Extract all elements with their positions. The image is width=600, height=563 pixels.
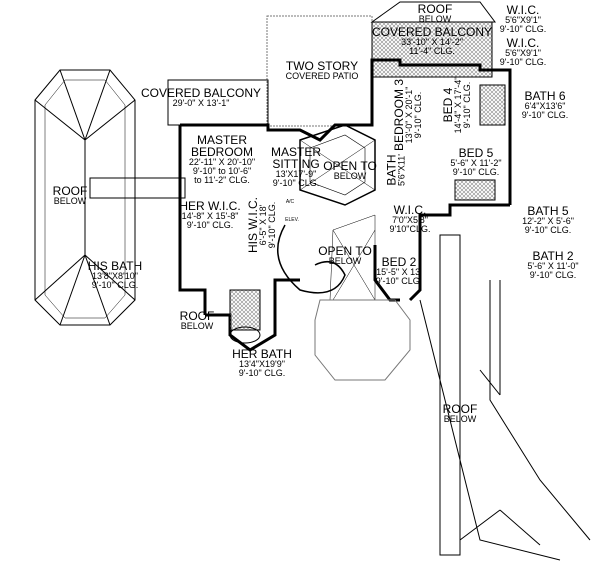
room-title: W.I.C.: [506, 3, 540, 17]
room-dimension: BELOW: [333, 171, 367, 181]
room-title: HIS BATH: [87, 259, 143, 273]
room-dimension: BELOW: [180, 321, 214, 331]
room-dimension: 13'X17'-9": [275, 169, 317, 179]
left-roof: [34, 69, 186, 326]
room-dimension: 9'-10" to 10'-6": [192, 166, 252, 176]
room-dimension: 9'-10" CLG.: [452, 167, 500, 177]
room-label-wic-1: W.I.C.5'6"X9'1"9'-10" CLG.: [500, 4, 546, 34]
room-dimension: 9'10"CLG.: [389, 224, 431, 234]
room-title: BATH 2: [532, 249, 574, 263]
room-title: COVERED BALCONY: [140, 86, 262, 100]
room-title: OPEN TO: [318, 244, 372, 258]
room-title: ROOF: [442, 402, 478, 416]
ac-label: A/C: [285, 199, 295, 205]
room-dimension: 9'-10" CLG.: [272, 178, 320, 188]
room-dimension: 33'-10" X 14'-2": [401, 37, 463, 47]
covered-balcony-right-hatch: [371, 21, 493, 78]
room-title: ROOF: [179, 309, 215, 323]
room-title: BED 5: [458, 146, 494, 160]
room-dimension: 7'0"X5'8": [392, 215, 428, 225]
room-dimension: 5'6"X9'1": [505, 48, 541, 58]
room-dimension: 5'-6" X 11'-0": [527, 261, 579, 271]
room-title: W.I.C.: [393, 203, 427, 217]
room-label-her-wic: HER W.I.C.14'-8" X 15'-8"9'-10" CLG.: [179, 200, 240, 230]
room-title: W.I.C.: [506, 36, 540, 50]
room-dimension: 12'-2" X 5'-6": [522, 216, 574, 226]
room-title: BED 2: [381, 255, 417, 269]
spiral-stair: [277, 224, 346, 294]
room-dimension: 9'-10" CLG.: [238, 368, 286, 378]
room-title: TWO STORY: [285, 59, 359, 73]
room-label-his-wic: HIS W.I.C.6'-5" X 18'9'-10" CLG.: [246, 197, 277, 253]
room-dimension: 9'-10" CLG.: [499, 57, 547, 67]
room-label-wic-3: W.I.C.7'0"X5'8"9'10"CLG.: [390, 204, 431, 234]
room-dimension: 9'-10" CLG.: [462, 81, 472, 129]
room-title: ROOF: [417, 2, 453, 16]
room-dimension: COVERED PATIO: [285, 71, 359, 81]
room-dimension: 9'-10" CLG.: [91, 280, 139, 290]
room-dimension: 11'-4" CLG.: [409, 46, 455, 56]
room-dimension: BELOW: [53, 196, 87, 206]
room-dimension: 9'-10" CLG.: [499, 24, 547, 34]
room-dimension: to 11'-2" CLG.: [194, 175, 250, 185]
room-title: MASTER BEDROOM: [190, 133, 254, 159]
room-dimension: 9'-10" CLG.: [521, 110, 569, 120]
room-title: OPEN TO: [323, 159, 377, 173]
room-title: HER BATH: [232, 347, 292, 361]
room-dimension: 9'-10" CLG.: [186, 220, 234, 230]
room-title: BATH 5: [527, 204, 569, 218]
room-dimension: 5'6"X11': [396, 154, 407, 186]
room-title: HER W.I.C.: [179, 199, 241, 213]
room-title: ROOF: [52, 184, 88, 198]
room-dimension: 22'-11" X 20'-10": [188, 157, 256, 167]
room-dimension: 6'4"X13'6": [524, 101, 566, 111]
room-dimension: 14'-8" X 15'-8": [181, 211, 239, 221]
room-title: MASTER SITTING: [270, 145, 322, 171]
room-dimension: 9'-10" CLG.: [413, 91, 423, 139]
elevator-label: ELEV.: [285, 217, 299, 223]
room-dimension: BELOW: [443, 414, 477, 424]
room-title: BATH 6: [524, 89, 566, 103]
room-dimension: BELOW: [328, 256, 362, 266]
room-dimension: 29'-0" X 13'-1": [172, 98, 230, 108]
room-dimension: 13'8"X8'10": [92, 271, 138, 281]
room-dimension: 9'-10" CLG.: [375, 276, 423, 286]
room-dimension: 9'-10" CLG.: [267, 201, 277, 249]
room-dimension: 13'4"X19'9": [239, 359, 285, 369]
room-label-wic-2: W.I.C.5'6"X9'1"9'-10" CLG.: [500, 37, 546, 67]
room-dimension: BELOW: [418, 14, 452, 24]
room-dimension: 15'-5" X 13': [376, 267, 422, 277]
room-dimension: 5'-6" X 11'-2": [450, 158, 502, 168]
room-dimension: 9'-10" CLG.: [524, 225, 572, 235]
room-dimension: 9'-10" CLG.: [529, 270, 577, 280]
right-roof: [419, 234, 591, 561]
room-dimension: 5'6"X9'1": [505, 15, 541, 25]
room-title: COVERED BALCONY: [371, 25, 493, 39]
